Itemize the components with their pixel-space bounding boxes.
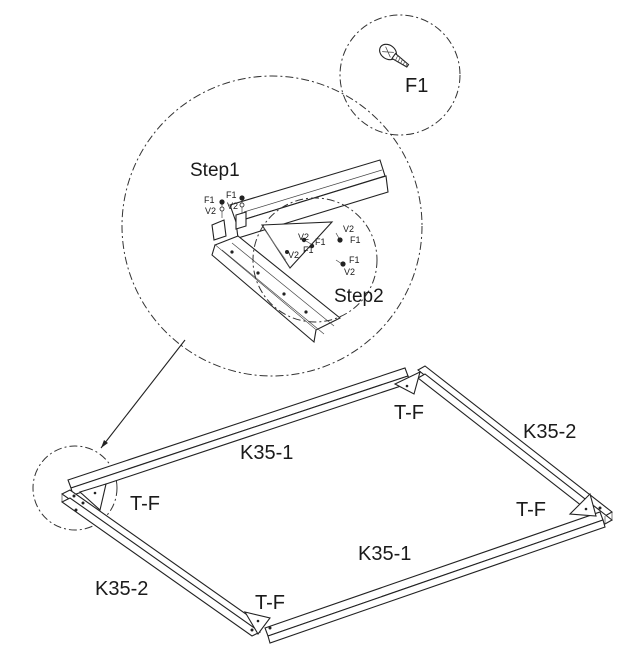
step2-v2-low: V2 — [288, 250, 299, 260]
corner-bracket-right — [568, 492, 602, 517]
fastener-label: F1 — [405, 75, 428, 97]
fastener-callout: F1 — [339, 14, 461, 136]
step1-v2-left: V2 — [205, 206, 216, 216]
bottom-rail — [264, 511, 606, 644]
detail-callout: Step1 Step2 F1 V2 F1 V2 V2 F1 V2 F1 F1 V… — [100, 75, 423, 449]
step2-f1-top: F1 — [350, 235, 361, 245]
top-rail — [67, 367, 411, 496]
corner-label-left: T-F — [130, 493, 160, 515]
step2-f1-low: F1 — [303, 245, 314, 255]
detail-callout-circle — [121, 75, 423, 377]
screw-icon — [379, 43, 410, 68]
corner-callout-circle — [32, 445, 118, 531]
left-rail-label: K35-2 — [95, 578, 148, 600]
corner-bracket-left — [72, 483, 107, 512]
corner-bracket-bottom — [243, 611, 272, 635]
fastener-callout-circle — [339, 14, 461, 136]
leader-arrow-icon — [101, 440, 108, 448]
step1-v2-right: V2 — [227, 201, 238, 211]
right-rail — [417, 365, 613, 525]
step2-v2-top: V2 — [343, 224, 354, 234]
base-frame: T-F K35-2 K35-1 T-F T-F K35-1 K35-2 T-F — [60, 365, 613, 644]
step2-v2-mid: V2 — [298, 232, 309, 242]
step1-f1-left: F1 — [204, 195, 215, 205]
right-rail-label: K35-2 — [523, 421, 576, 443]
leader-line — [100, 339, 186, 449]
corner-label-bottom: T-F — [255, 592, 285, 614]
top-rail-label: K35-1 — [240, 442, 293, 464]
left-rail — [60, 489, 262, 637]
step2-circle — [252, 197, 378, 323]
step2-f1-bottom: F1 — [349, 255, 360, 265]
step1-label: Step1 — [190, 160, 240, 181]
step1-f1-right: F1 — [226, 190, 237, 200]
bottom-rail-label: K35-1 — [358, 543, 411, 565]
corner-label-top-right: T-F — [394, 402, 424, 424]
corner-bracket-top-right — [393, 370, 421, 395]
step2-f1-mid: F1 — [315, 237, 326, 247]
step2-v2-bottom: V2 — [344, 267, 355, 277]
corner-label-right: T-F — [516, 499, 546, 521]
step2-label: Step2 — [334, 286, 384, 307]
